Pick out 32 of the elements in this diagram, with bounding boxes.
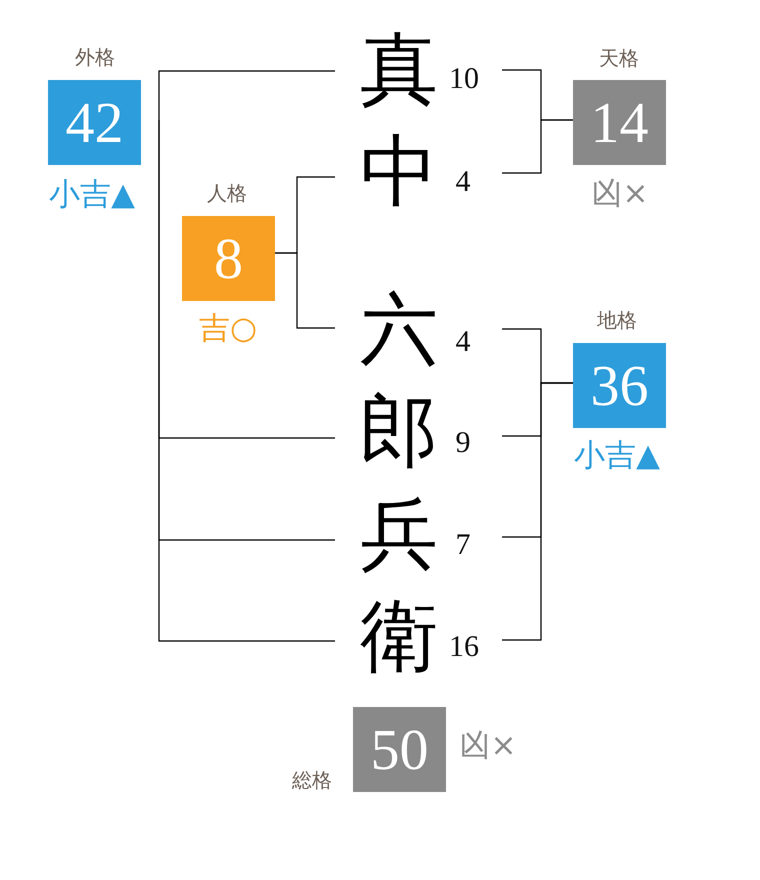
name-character: 衛 [360,598,438,676]
grade-label: 地格 [597,310,637,330]
name-character: 真 [360,31,438,109]
grade-label: 総格 [292,770,332,790]
fortune-result: 小吉▲ [49,180,135,210]
stroke-count: 9 [456,428,470,458]
grade-label: 外格 [75,47,115,67]
name-character: 兵 [360,496,438,574]
bracket-line [158,119,335,642]
grade-label: 人格 [207,183,247,203]
score-box: 14 [573,80,666,165]
fortune-result: 吉○ [198,314,258,344]
bracket-line [275,252,335,329]
fortune-result: 凶× [460,730,516,762]
score-box: 50 [353,707,446,792]
bracket-line [502,382,573,641]
bracket-line [158,70,335,121]
grade-label: 天格 [599,48,639,68]
score-box: 8 [182,216,275,301]
stroke-count: 10 [449,64,479,94]
stroke-count: 7 [456,530,470,560]
name-character: 六 [360,291,438,369]
name-character: 中 [360,133,438,211]
stroke-count: 16 [449,632,479,662]
fortune-result: 凶× [592,178,648,210]
score-box: 36 [573,343,666,428]
stroke-count: 4 [456,327,470,357]
bracket-line [502,119,573,174]
stroke-count: 4 [456,167,470,197]
name-character: 郎 [360,393,438,471]
fortune-result: 小吉▲ [574,440,660,472]
score-box: 42 [48,80,141,165]
